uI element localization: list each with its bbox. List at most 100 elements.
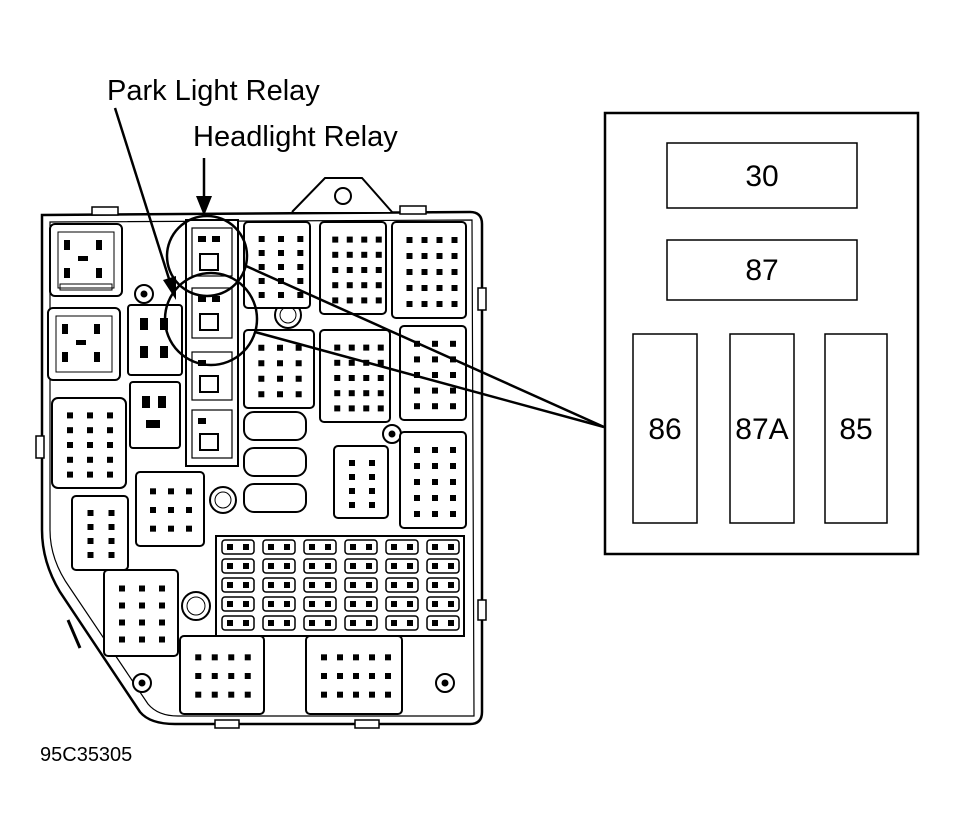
- fuse-terminal: [325, 620, 331, 626]
- connector-pin: [195, 654, 202, 661]
- connector-pin: [211, 654, 218, 661]
- connector-pin: [406, 269, 413, 275]
- connector-pin: [297, 250, 304, 256]
- connector-pin: [159, 602, 165, 609]
- connector-pin: [67, 427, 73, 434]
- connector-pin: [451, 253, 458, 259]
- connector-pin: [436, 269, 443, 275]
- fuse: [344, 615, 378, 631]
- fuse: [426, 558, 460, 574]
- connector-pin: [361, 297, 368, 304]
- connector-pin: [414, 511, 420, 517]
- pin-87-box: [666, 239, 858, 301]
- connector-pin: [361, 236, 368, 243]
- connector-pin: [369, 502, 375, 508]
- connector-pin: [432, 463, 438, 469]
- fuse-terminal: [432, 563, 438, 569]
- fuse: [221, 558, 255, 574]
- connector-pin: [67, 442, 73, 448]
- connector-pin: [258, 360, 265, 367]
- connector-pin: [451, 285, 458, 291]
- connector-pin: [321, 654, 327, 661]
- fuse-terminal: [366, 544, 372, 550]
- connector-pin: [349, 502, 355, 508]
- connector-pin: [346, 267, 353, 273]
- fuse-terminal: [325, 601, 331, 607]
- connector-pin: [348, 375, 355, 381]
- connector-pin: [186, 507, 192, 513]
- fuse: [344, 577, 378, 593]
- fuse-terminal: [432, 544, 438, 550]
- connector-pin: [451, 301, 458, 307]
- fuse: [426, 615, 460, 631]
- connector-pin: [244, 691, 251, 698]
- connector-pin: [168, 525, 174, 532]
- connector-pin: [211, 673, 218, 679]
- connector-pin: [450, 387, 456, 394]
- connector-pin: [139, 619, 145, 626]
- connector-pin: [332, 267, 339, 273]
- connector-pin: [432, 479, 438, 485]
- connector-pin: [277, 360, 283, 367]
- park-light-relay-highlight: [163, 271, 259, 367]
- connector-pins: [67, 236, 458, 698]
- connector-pin: [168, 488, 174, 495]
- connector-pin: [87, 427, 93, 434]
- fuse-terminal: [350, 563, 356, 569]
- fuse-panel: [215, 535, 465, 637]
- connector-pin: [277, 375, 283, 382]
- connector-pin: [349, 460, 355, 466]
- connector-pin: [414, 387, 420, 394]
- connector-pin: [353, 673, 359, 679]
- connector-pin: [375, 236, 382, 243]
- connector-pin: [119, 619, 125, 626]
- connector-pin: [421, 301, 428, 307]
- fuse: [344, 539, 378, 555]
- connector-pin: [375, 282, 382, 289]
- connector-pin: [258, 375, 265, 382]
- connector-pin: [406, 237, 413, 243]
- large-relay-top-left: [49, 223, 123, 297]
- connector-pin: [258, 292, 265, 298]
- connector-pin: [348, 405, 355, 412]
- fuse: [262, 596, 296, 612]
- fuse-terminal: [366, 620, 372, 626]
- connector-pin: [450, 340, 456, 347]
- connector-pin: [375, 267, 382, 273]
- connector-pin: [295, 344, 302, 351]
- connector-pin: [406, 253, 413, 259]
- connector-pin: [432, 495, 438, 501]
- fuse-terminal: [407, 563, 413, 569]
- fuse-terminal: [309, 582, 315, 588]
- connector-pin: [346, 297, 353, 304]
- fuse: [385, 577, 419, 593]
- fuse-terminal: [350, 582, 356, 588]
- fuse-terminal: [309, 544, 315, 550]
- fuse-terminal: [284, 544, 290, 550]
- figure-code: 95C35305: [40, 744, 132, 766]
- connector-pin: [363, 344, 370, 351]
- connector-pin: [363, 375, 370, 381]
- connector-pin: [385, 654, 391, 661]
- connector-pin: [107, 412, 113, 419]
- connector-pin: [297, 292, 304, 298]
- fuse: [303, 558, 337, 574]
- fuse-terminal: [243, 620, 249, 626]
- fuse: [221, 596, 255, 612]
- connector-pin: [436, 253, 443, 259]
- pin-86-label: 86: [648, 413, 681, 446]
- connector-pin: [258, 264, 265, 270]
- connector-pin: [369, 474, 375, 480]
- fuse-terminal: [243, 544, 249, 550]
- fuse: [303, 577, 337, 593]
- connector-pin: [450, 511, 456, 517]
- connector-pin: [108, 510, 115, 516]
- fuse-terminal: [391, 582, 397, 588]
- connector-pin: [195, 691, 202, 698]
- connector-pin: [211, 691, 218, 698]
- fuse: [385, 615, 419, 631]
- connector-pin: [278, 236, 284, 242]
- connector-pin: [278, 292, 284, 298]
- fuse-terminal: [325, 582, 331, 588]
- connector-pin: [244, 673, 251, 679]
